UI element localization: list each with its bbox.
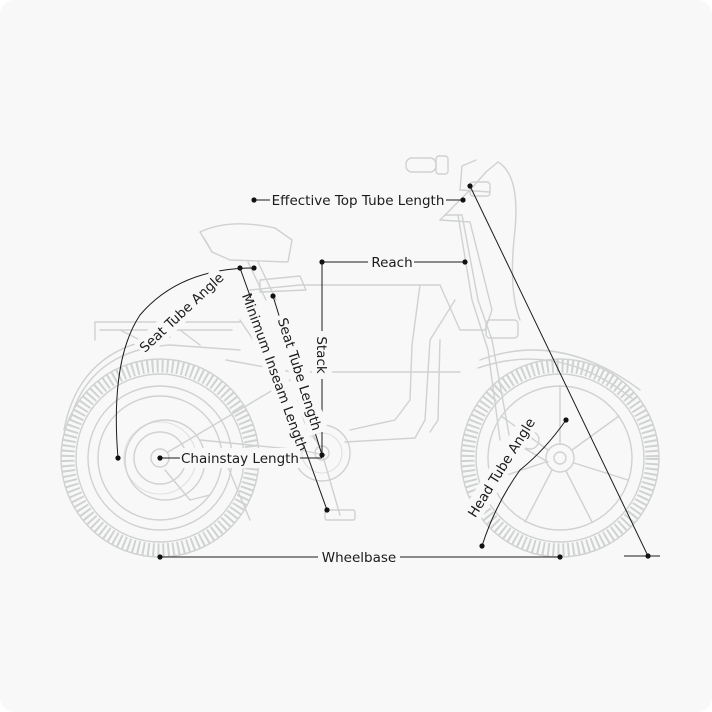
head-tube-axis-line	[467, 183, 660, 559]
effective-top-tube-length-label: Effective Top Tube Length	[272, 193, 445, 209]
wheelbase-label: Wheelbase	[322, 550, 396, 566]
stack-label: Stack	[313, 336, 329, 374]
head-tube-angle-dimension	[479, 417, 569, 549]
chainstay-length-label: Chainstay Length	[181, 451, 299, 467]
front-wheel	[460, 358, 660, 558]
bike-illustration	[60, 155, 660, 558]
reach-label: Reach	[371, 255, 412, 271]
